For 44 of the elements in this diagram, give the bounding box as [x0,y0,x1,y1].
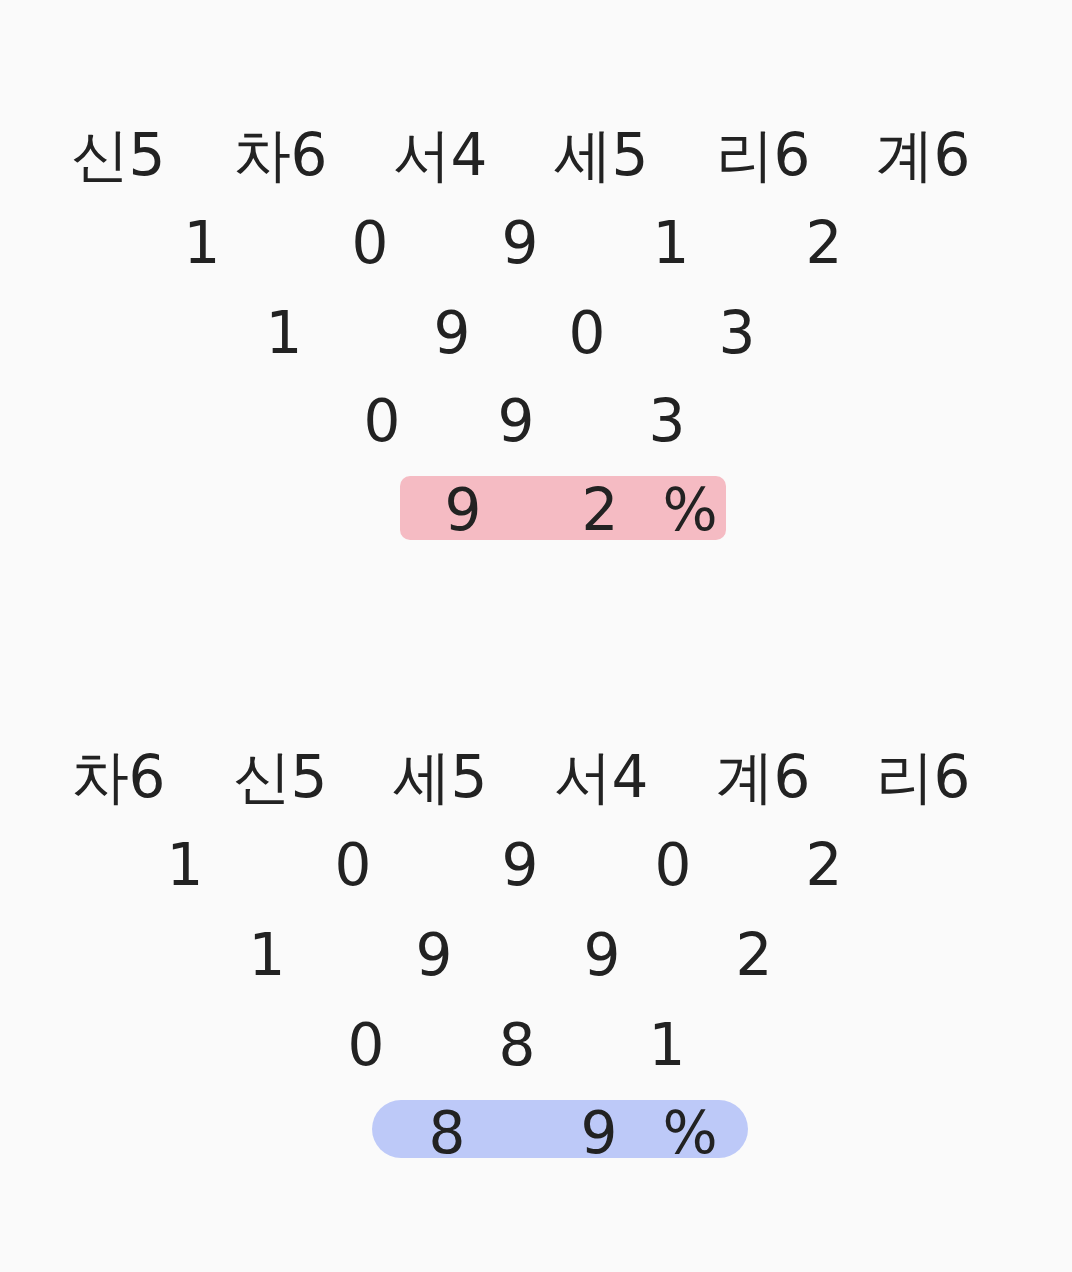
name-syllable-label: 세5 [553,126,649,184]
name-syllable-label: 신5 [70,126,166,184]
count-digit: 1 [648,1016,686,1074]
name-syllable-label: 차6 [232,126,328,184]
count-digit: 0 [347,1016,385,1074]
count-digit: 9 [415,926,453,984]
count-digit: 2 [735,926,773,984]
name-syllable-label: 차6 [70,748,166,806]
count-digit: 9 [583,926,621,984]
result-digit: 9 [580,1104,618,1162]
result-digit: 8 [428,1104,466,1162]
count-digit: 2 [805,214,843,272]
count-digit: 0 [568,304,606,362]
count-digit: 1 [166,836,204,894]
percent-sign: % [662,481,718,539]
count-digit: 0 [654,836,692,894]
count-digit: 1 [265,304,303,362]
count-digit: 3 [718,304,756,362]
result-band [372,1100,748,1158]
count-digit: 1 [183,214,221,272]
count-digit: 9 [497,392,535,450]
count-digit: 9 [501,214,539,272]
name-syllable-label: 신5 [232,748,328,806]
count-digit: 9 [501,836,539,894]
result-digit: 9 [444,481,482,539]
result-digit: 2 [581,481,619,539]
result-band [400,476,726,540]
name-syllable-label: 서4 [553,748,649,806]
count-digit: 1 [248,926,286,984]
percent-sign: % [662,1104,718,1162]
count-digit: 2 [805,836,843,894]
name-syllable-label: 계6 [715,748,811,806]
count-digit: 1 [652,214,690,272]
name-syllable-label: 서4 [392,126,488,184]
name-syllable-label: 리6 [875,748,971,806]
name-syllable-label: 리6 [715,126,811,184]
count-digit: 9 [433,304,471,362]
count-digit: 0 [334,836,372,894]
name-syllable-label: 계6 [875,126,971,184]
count-digit: 8 [498,1016,536,1074]
count-digit: 0 [351,214,389,272]
count-digit: 0 [363,392,401,450]
name-syllable-label: 세5 [392,748,488,806]
count-digit: 3 [648,392,686,450]
